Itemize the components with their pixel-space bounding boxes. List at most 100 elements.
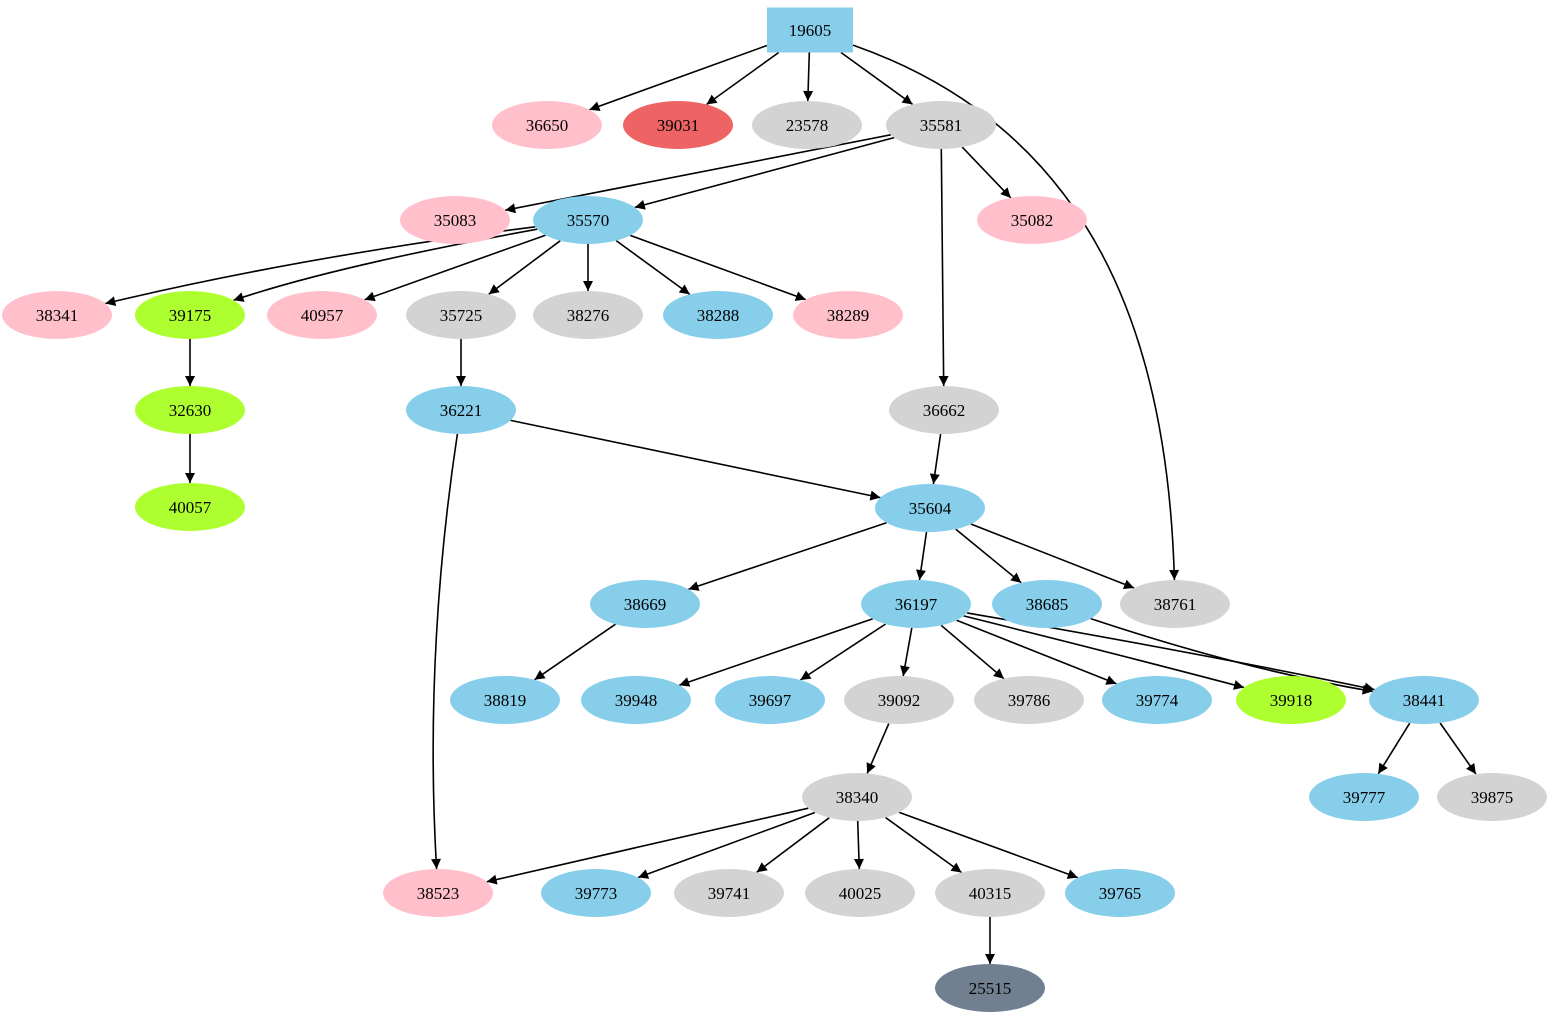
node-39031: 39031 [623, 101, 733, 149]
node-39765: 39765 [1065, 869, 1175, 917]
node-shape-ellipse [450, 676, 560, 724]
node-label: 38523 [417, 884, 460, 903]
node-label: 39773 [575, 884, 618, 903]
node-label: 40025 [839, 884, 882, 903]
edge-19605-35581 [840, 51, 914, 106]
edge-36197-39092 [900, 627, 913, 677]
node-label: 19605 [789, 21, 832, 40]
edge-38441-39777 [1377, 722, 1411, 775]
edge-35604-38669 [688, 521, 887, 591]
node-39175: 39175 [135, 291, 245, 339]
node-35082: 35082 [977, 196, 1087, 244]
node-shape-ellipse [793, 291, 903, 339]
node-39092: 39092 [844, 676, 954, 724]
node-shape-ellipse [1309, 773, 1419, 821]
node-shape-ellipse [844, 676, 954, 724]
node-39774: 39774 [1102, 676, 1212, 724]
node-shape-ellipse [533, 291, 643, 339]
node-shape-ellipse [135, 291, 245, 339]
node-shape-ellipse [533, 196, 643, 244]
node-label: 39777 [1343, 788, 1386, 807]
node-35725: 35725 [406, 291, 516, 339]
node-label: 39948 [615, 691, 658, 710]
node-label: 39774 [1136, 691, 1179, 710]
node-39786: 39786 [974, 676, 1084, 724]
node-label: 35082 [1011, 211, 1054, 230]
node-label: 39092 [878, 691, 921, 710]
node-label: 38276 [567, 306, 610, 325]
edge-38669-38819 [534, 623, 616, 681]
node-38685: 38685 [992, 580, 1102, 628]
edge-38441-39875 [1439, 722, 1477, 775]
node-label: 38761 [1154, 595, 1197, 614]
node-shape-ellipse [886, 101, 996, 149]
node-shape-ellipse [1065, 869, 1175, 917]
node-label: 39031 [657, 116, 700, 135]
node-label: 36650 [526, 116, 569, 135]
edge-35570-38289 [629, 234, 807, 301]
node-label: 35083 [434, 211, 477, 230]
node-label: 35725 [440, 306, 483, 325]
node-shape-ellipse [861, 580, 971, 628]
node-39875: 39875 [1437, 773, 1547, 821]
edge-36221-38523 [431, 433, 459, 870]
edge-19605-38761 [852, 44, 1180, 581]
node-label: 39741 [708, 884, 751, 903]
edge-38340-39741 [756, 817, 830, 873]
node-label: 38819 [484, 691, 527, 710]
node-shape-ellipse [974, 676, 1084, 724]
node-40957: 40957 [267, 291, 377, 339]
node-label: 39697 [749, 691, 792, 710]
node-shape-ellipse [406, 291, 516, 339]
node-shape-ellipse [802, 773, 912, 821]
node-shape-ellipse [623, 101, 733, 149]
edge-35604-36197 [915, 531, 928, 581]
node-39773: 39773 [541, 869, 651, 917]
node-19605: 19605 [767, 7, 853, 53]
node-shape-ellipse [935, 869, 1045, 917]
edge-19605-23578 [803, 52, 814, 102]
edge-36197-39918 [963, 615, 1245, 690]
edge-38340-40315 [885, 816, 962, 874]
edge-layer [105, 44, 1477, 964]
node-shape-ellipse [406, 386, 516, 434]
node-label: 36221 [440, 401, 483, 420]
node-label: 25515 [969, 979, 1012, 998]
node-label: 38288 [697, 306, 740, 325]
edge-38340-38523 [486, 807, 809, 885]
node-shape-ellipse [935, 964, 1045, 1012]
node-38288: 38288 [663, 291, 773, 339]
node-shape-ellipse [1120, 580, 1230, 628]
node-shape-ellipse [977, 196, 1087, 244]
node-shape-ellipse [992, 580, 1102, 628]
node-38523: 38523 [383, 869, 493, 917]
edge-35581-36662 [938, 148, 949, 387]
node-shape-ellipse [541, 869, 651, 917]
node-40315: 40315 [935, 869, 1045, 917]
node-shape-ellipse [1236, 676, 1346, 724]
node-36650: 36650 [492, 101, 602, 149]
node-38819: 38819 [450, 676, 560, 724]
node-38761: 38761 [1120, 580, 1230, 628]
edge-19605-36650 [589, 44, 768, 112]
node-38441: 38441 [1369, 676, 1479, 724]
node-40025: 40025 [805, 869, 915, 917]
edge-35570-35725 [488, 240, 561, 295]
edge-36197-39697 [799, 623, 887, 681]
node-label: 39786 [1008, 691, 1051, 710]
node-shape-box [767, 7, 853, 53]
edge-38340-40025 [853, 820, 864, 870]
node-35083: 35083 [400, 196, 510, 244]
edge-36221-35604 [510, 419, 881, 501]
node-label: 39175 [169, 306, 212, 325]
edge-35581-35082 [961, 146, 1012, 199]
node-label: 35604 [909, 499, 952, 518]
node-shape-ellipse [135, 386, 245, 434]
edge-35570-39175 [233, 228, 538, 302]
node-shape-ellipse [581, 676, 691, 724]
node-shape-ellipse [1437, 773, 1547, 821]
node-shape-ellipse [663, 291, 773, 339]
node-label: 38341 [36, 306, 79, 325]
